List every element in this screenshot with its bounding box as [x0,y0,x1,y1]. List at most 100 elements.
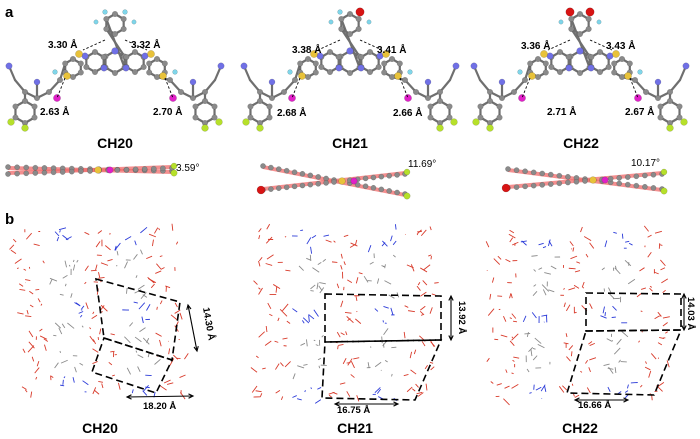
packing-bond [614,267,621,275]
atom [386,188,393,194]
packing-bond [174,302,178,308]
atom [547,181,554,187]
packing-bond [374,387,381,394]
packing-bond [624,390,629,393]
packing-bond [338,343,344,346]
atom [637,69,643,75]
atom [247,114,254,121]
molecule-label-ch20: CH20 [97,135,133,151]
contact-line [82,39,106,51]
packing-bond [639,267,645,272]
packing-bond [350,242,358,247]
atom [32,164,39,171]
packing-bond [589,342,596,346]
atom [650,171,657,178]
packing-bond [151,239,154,247]
packing-bond [150,283,155,289]
packing-bond [376,278,380,284]
packing-bond [317,262,322,265]
packing-bond [159,339,162,347]
packing-bond [95,241,101,248]
packing-bond [61,323,66,329]
packing-bond [264,340,272,346]
packing-bond [585,253,589,258]
atom [576,10,584,18]
atom [111,30,119,38]
packing-bond [79,362,84,366]
packing-bond [84,265,89,271]
packing-bond [533,284,537,287]
packing-bond [184,353,189,360]
packing-bond [574,311,577,314]
packing-bond [25,315,32,317]
packing-bond [383,328,389,336]
packing-bond [565,333,568,338]
atom [498,94,506,102]
packing-bond [509,317,512,320]
atom [624,174,631,180]
packing-bond [133,254,138,260]
atom [568,25,575,33]
packing-bond [118,382,121,390]
packing-bond [300,342,306,346]
atom [654,94,662,102]
atom [100,53,107,61]
atom [122,9,128,15]
packing-bond [292,308,298,313]
packing-bond [54,231,60,237]
contact-label-ch21-bottom-left: 2.68 Å [277,106,306,119]
arrow-head [573,397,580,403]
atom [346,69,354,77]
atom [331,179,337,185]
packing-bond [84,281,87,285]
packing-bond [624,259,632,267]
packing-bond [403,331,406,339]
packing-bond [381,242,386,247]
packing-bond [547,239,551,247]
packing-bond [31,356,35,362]
packing-bond [410,369,417,375]
atom [21,97,29,105]
atom [299,182,306,189]
packing-bond [74,366,77,373]
packing-bond [108,361,113,366]
packing-bond [660,259,666,267]
packing-bond [35,376,38,380]
atom [427,103,434,110]
atom [496,103,503,110]
atom [315,174,322,180]
atom [304,55,312,63]
packing-bond [340,300,344,308]
atom [540,50,548,58]
packing-bond [142,390,148,396]
packing-bond [526,331,529,338]
packing-bond [9,244,15,250]
atom [177,88,185,96]
packing-bond [640,310,643,312]
atom [660,168,668,176]
packing-bond [328,394,332,398]
molecule-label-ch21: CH21 [332,135,368,151]
packing-bond [625,240,630,243]
packing-bond [512,359,515,362]
packing-bond [638,340,640,343]
packing-bond [491,277,495,283]
packing-bond [340,253,343,259]
packing-bond [124,261,128,269]
packing-bond [19,288,26,291]
atom [605,63,612,71]
atom [358,53,365,61]
packing-bond [388,294,395,299]
atom [256,124,264,132]
packing-bond [355,318,362,324]
packing-bond [511,372,514,375]
packing-bond [419,310,425,316]
packing-bond [39,335,48,340]
packing-bond [328,391,335,395]
atom [589,176,597,184]
packing-bond [65,236,72,241]
atom [388,55,396,63]
packing-bond [627,384,629,389]
atom [450,118,458,126]
packing-bond [416,391,423,395]
